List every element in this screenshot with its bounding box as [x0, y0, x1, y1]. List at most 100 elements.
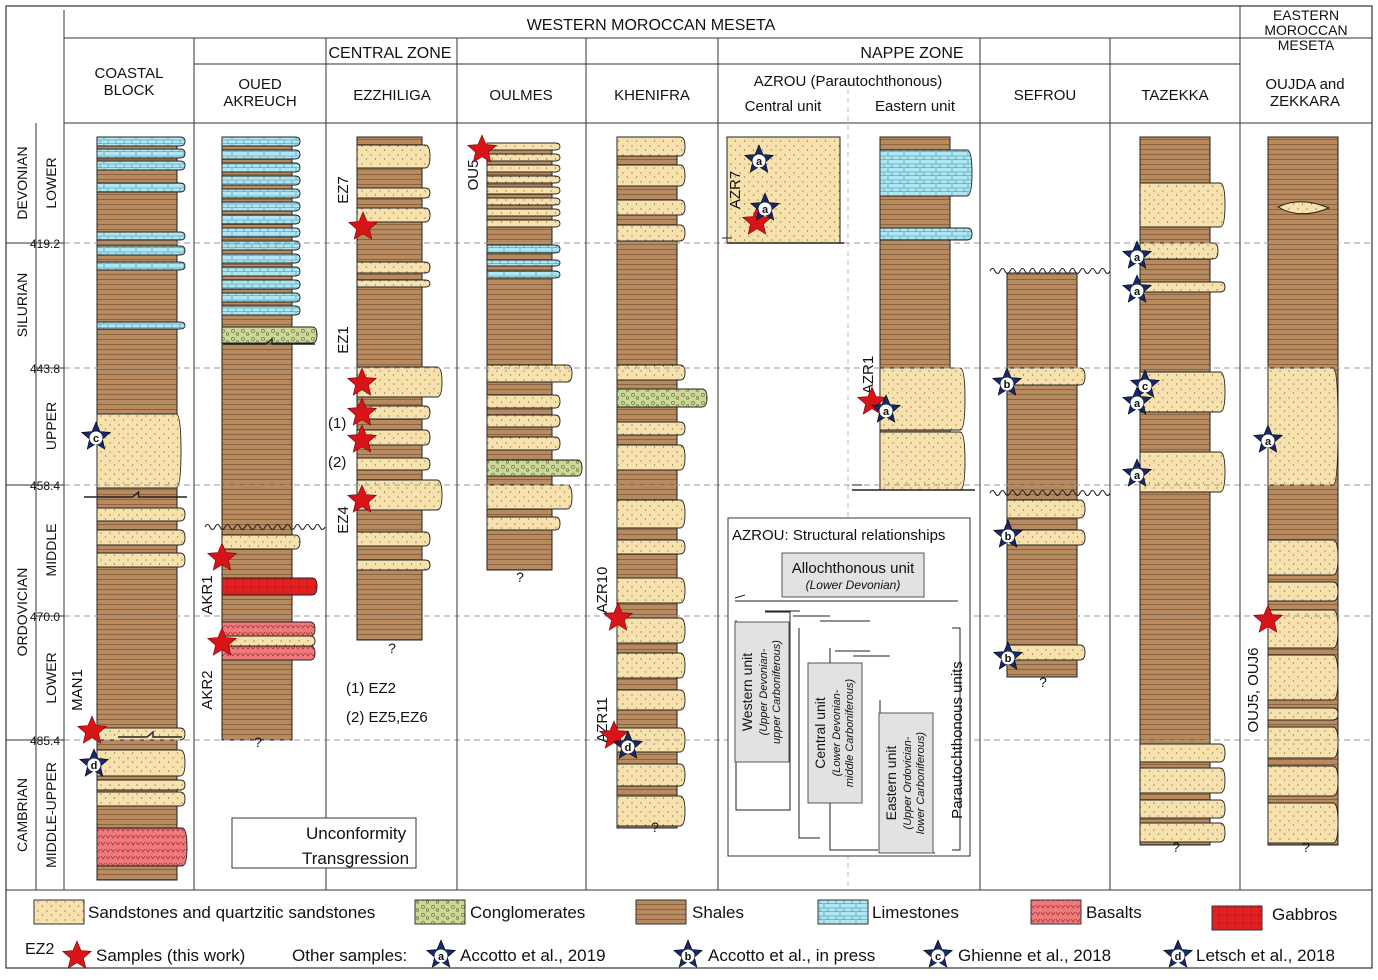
header-eastern: MESETA	[1278, 37, 1335, 53]
sample-marker: (1)	[328, 415, 346, 432]
column-coastal-block-bed	[97, 246, 185, 255]
column-coastal-block-bed	[97, 414, 181, 488]
legend-basalt-swatch	[1031, 900, 1081, 924]
inset-para: Parautochthonous units	[949, 661, 966, 819]
column-oujda-zekkara-bed	[1268, 368, 1338, 485]
blue-star-letter: b	[1005, 531, 1012, 543]
legend-basalt: Basalts	[1086, 903, 1142, 922]
column-khenifra-bed	[617, 200, 685, 215]
blue-star-letter: a	[1134, 252, 1141, 264]
column-tazekka-bed	[1140, 823, 1225, 842]
inset-allo-sub: (Lower Devonian)	[806, 578, 901, 592]
column-oujda-zekkara-bed	[1268, 803, 1338, 843]
inset-central-sub: middle Carboniferous)	[844, 679, 856, 788]
col-title: ZEKKARA	[1270, 93, 1340, 110]
column-coastal-block	[97, 137, 187, 880]
legend-sandstone: Sandstones and quartzitic sandstones	[88, 903, 375, 922]
age-label: 485.4	[30, 734, 60, 748]
red-star-sample	[63, 941, 92, 968]
legend-limestone: Limestones	[872, 903, 959, 922]
inset-central-sub: (Lower Devonian-	[831, 689, 843, 776]
column-oujda-zekkara-bed	[1268, 708, 1338, 720]
inset-title: AZROU: Structural relationships	[732, 527, 945, 544]
column-oulmes-bed	[487, 176, 560, 183]
column-khenifra-bed	[617, 225, 685, 241]
legend-b: Accotto et al., in press	[708, 946, 875, 965]
sample-label: AZR7	[727, 171, 744, 209]
col-title: OULMES	[489, 87, 552, 104]
column-azrou-eastern-bed	[880, 432, 965, 490]
column-oued-akreuch-bed	[222, 535, 300, 549]
column-coastal-block-bed	[97, 322, 185, 329]
column-ezzhiliga-bed	[357, 188, 430, 198]
legend-samples: Samples (this work)	[96, 946, 245, 965]
column-tazekka-bed	[1140, 744, 1225, 762]
footnote: (1) EZ2	[346, 680, 396, 697]
blue-star-letter: d	[625, 742, 632, 754]
column-oued-akreuch-bed	[222, 280, 300, 289]
epoch-label: LOWER	[43, 157, 59, 208]
column-khenifra-bed	[617, 540, 685, 554]
key-label: Unconformity	[306, 824, 407, 843]
legend-ez2: EZ2	[25, 941, 54, 958]
column-coastal-block-bed	[97, 161, 185, 170]
column-ezzhiliga-bed	[357, 532, 430, 546]
period-label: CAMBRIAN	[14, 778, 30, 852]
column-tazekka-bed	[1140, 282, 1225, 292]
blue-star-letter: c	[1142, 381, 1148, 393]
column-oued-akreuch-bed	[222, 202, 300, 211]
inset-western-sub: (Upper Devonian-	[758, 648, 770, 735]
age-label: 419.2	[30, 237, 60, 251]
col-title: TAZEKKA	[1141, 87, 1208, 104]
col-title: EZZHILIGA	[353, 87, 431, 104]
column-khenifra-bed	[617, 764, 685, 786]
column-tazekka-bed	[1140, 800, 1225, 818]
header-nappe-zone: NAPPE ZONE	[860, 45, 963, 62]
age-label: 443.8	[30, 362, 60, 376]
question-mark: ?	[388, 640, 396, 656]
column-oulmes-bed	[487, 187, 560, 194]
blue-star-letter: a	[1134, 398, 1141, 410]
sample-label: OU5	[465, 160, 482, 191]
column-khenifra-bed	[617, 500, 685, 528]
blue-star-letter: d	[91, 760, 98, 772]
column-oued-akreuch	[222, 137, 317, 740]
blue-star-letter: a	[1134, 470, 1141, 482]
column-oulmes-bed	[487, 154, 560, 161]
blue-star-letter: a	[762, 204, 769, 216]
column-oulmes-bed	[487, 517, 560, 530]
legend-sandstone-swatch	[34, 900, 84, 924]
blue-star-letter: a	[756, 156, 763, 168]
column-khenifra	[617, 137, 707, 828]
period-label: SILURIAN	[14, 273, 30, 338]
column-oulmes-bed	[487, 271, 560, 278]
column-oujda-zekkara-bed	[1268, 655, 1338, 700]
column-tazekka-bed	[1140, 768, 1225, 793]
column-oued-akreuch-bed	[222, 636, 315, 646]
col-subtitle: Eastern unit	[875, 98, 956, 115]
column-oulmes-bed	[487, 437, 560, 450]
age-label: 458.4	[30, 479, 60, 493]
legend-gabbro-swatch	[1212, 906, 1262, 930]
sample-label: AKR2	[199, 670, 216, 709]
sample-label: MAN1	[69, 669, 86, 711]
col-title: SEFROU	[1014, 87, 1077, 104]
column-oulmes-bed	[487, 165, 560, 172]
column-coastal-block-bed	[97, 553, 185, 567]
column-coastal-block-bed	[97, 149, 185, 158]
legend-gabbro: Gabbros	[1272, 905, 1337, 924]
footnote: (2) EZ5,EZ6	[346, 709, 428, 726]
column-tazekka-bed	[1140, 243, 1218, 259]
column-ezzhiliga	[357, 137, 442, 640]
blue-star-letter: a	[883, 406, 890, 418]
question-mark: ?	[651, 819, 659, 835]
column-khenifra-bed	[617, 422, 685, 435]
col-title: KHENIFRA	[614, 87, 690, 104]
column-coastal-block-bed	[97, 780, 185, 790]
blue-star-letter: c	[93, 433, 99, 445]
column-ezzhiliga-bed	[357, 458, 430, 470]
column-oued-akreuch-bed	[222, 622, 315, 636]
column-oued-akreuch-bed	[222, 176, 300, 185]
sample-label: EZ1	[335, 326, 352, 354]
